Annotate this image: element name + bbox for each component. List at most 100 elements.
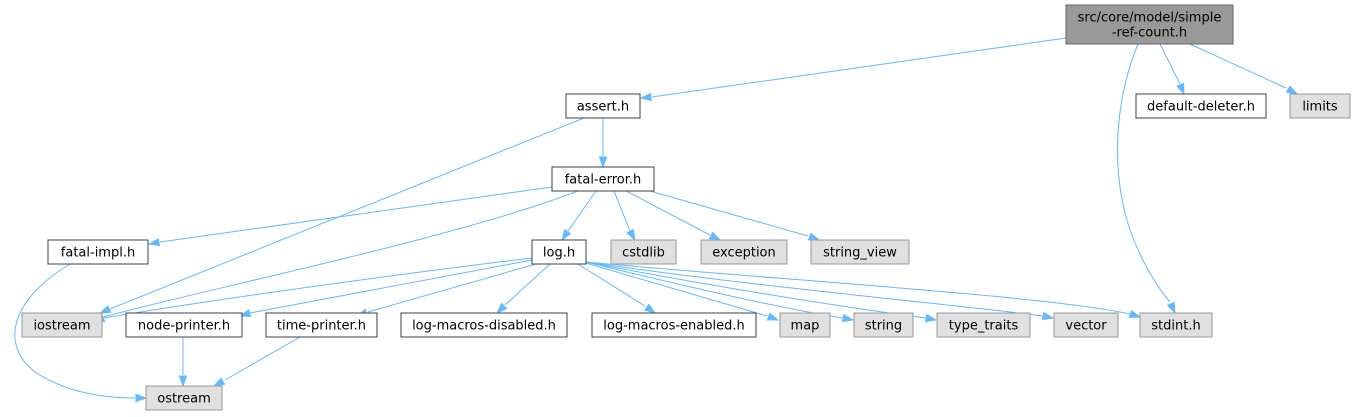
node-label: default-deleter.h [1147,100,1255,115]
node-box [810,239,910,265]
node-box [400,312,568,338]
node-log[interactable]: log.h [531,239,587,265]
node-assert[interactable]: assert.h [565,93,641,119]
edge-line [249,259,533,314]
edge-arrowhead [495,302,508,315]
edge-log-to-iostream [92,257,533,323]
node-box [591,312,757,338]
edge-line [585,261,1044,317]
edge-fatal-error-to-exception [625,190,722,241]
edge-line [585,262,768,317]
edge-line [585,261,844,319]
node-string: string [853,312,914,338]
edge-line [585,261,1131,315]
node-iostream: iostream [21,312,103,338]
node-string-view: string_view [810,239,910,265]
node-label: fatal-impl.h [61,246,135,261]
edge-line [109,117,585,310]
node-node-printer[interactable]: node-printer.h [125,312,243,338]
edge-line [159,186,553,243]
node-box [145,385,223,411]
node-stdint: stdint.h [1139,312,1213,338]
edge-line [567,190,597,232]
node-limits: limits [1289,93,1351,119]
edge-arrowhead [708,231,722,241]
node-box [551,166,655,192]
edge-arrowhead [626,228,636,242]
node-box [265,312,378,338]
node-label: src/core/model/simple [1078,11,1222,26]
edge-arrowhead [238,308,252,318]
edge-log-to-time-printer [355,263,537,317]
node-log-macros-disabled[interactable]: log-macros-disabled.h [400,312,568,338]
edge-line [1159,43,1181,85]
node-label: type_traits [949,319,1019,334]
node-vector: vector [1053,312,1119,338]
edge-node-printer-to-ostream [178,337,188,388]
node-box [1065,4,1234,45]
edge-line [577,263,646,307]
node-label: string [865,319,902,334]
edge-fatal-error-to-string-view [649,190,821,241]
edge-arrowhead [807,232,821,241]
edge-arrowhead [1166,301,1176,315]
edge-line [504,263,551,306]
edge-root-to-stdint [1117,43,1176,315]
edge-line [625,190,711,236]
node-label: string_view [823,246,897,261]
node-root[interactable]: src/core/model/simple-ref-count.h [1065,4,1234,45]
node-default-deleter[interactable]: default-deleter.h [1135,93,1267,119]
node-label: map [791,319,820,334]
node-label: exception [712,246,776,261]
edge-line [99,190,579,319]
node-box [936,312,1031,338]
node-cstdlib: cstdlib [610,239,677,265]
node-box [565,93,641,119]
edge-assert-to-iostream [98,117,585,314]
edge-line [613,190,631,232]
node-box [1053,312,1119,338]
edge-arrowhead [1285,85,1299,95]
edge-arrowhead [639,92,652,102]
edge-arrowhead [643,303,657,314]
edge-arrowhead [924,313,938,323]
node-box [779,312,831,338]
edge-root-to-limits [1189,43,1299,95]
edge-arrowhead [1176,82,1185,96]
node-label: vector [1065,319,1107,334]
edge-root-to-default-deleter [1159,43,1185,96]
edge-log-to-log-macros-disabled [495,263,551,315]
node-box [1139,312,1213,338]
edges-layer [14,37,1299,403]
edge-fatal-impl-to-ostream [14,263,148,403]
edge-arrowhead [561,228,572,242]
node-box [125,312,243,338]
node-map: map [779,312,831,338]
node-box [531,239,587,265]
node-fatal-impl[interactable]: fatal-impl.h [47,239,149,265]
edge-line [651,37,1067,98]
edge-log-to-vector [585,261,1055,321]
node-label: iostream [33,319,90,334]
node-box [700,239,788,265]
edge-line [224,336,301,381]
node-ostream: ostream [145,385,223,411]
node-exception: exception [700,239,788,265]
edge-log-to-node-printer [238,259,533,318]
node-label: log.h [543,246,575,261]
node-label: log-macros-enabled.h [603,319,744,334]
node-fatal-error[interactable]: fatal-error.h [551,166,655,192]
node-time-printer[interactable]: time-printer.h [265,312,378,338]
edge-line [1189,43,1287,89]
node-box [21,312,103,338]
edge-fatal-error-to-iostream [86,190,579,323]
node-type-traits: type_traits [936,312,1031,338]
node-label: node-printer.h [138,319,230,334]
edge-line [649,190,809,237]
edge-time-printer-to-ostream [212,336,301,387]
edge-line [1117,43,1171,303]
node-log-macros-enabled[interactable]: log-macros-enabled.h [591,312,757,338]
edge-arrowhead [1041,311,1055,321]
edge-arrowhead [147,237,161,247]
node-label: assert.h [577,100,629,115]
